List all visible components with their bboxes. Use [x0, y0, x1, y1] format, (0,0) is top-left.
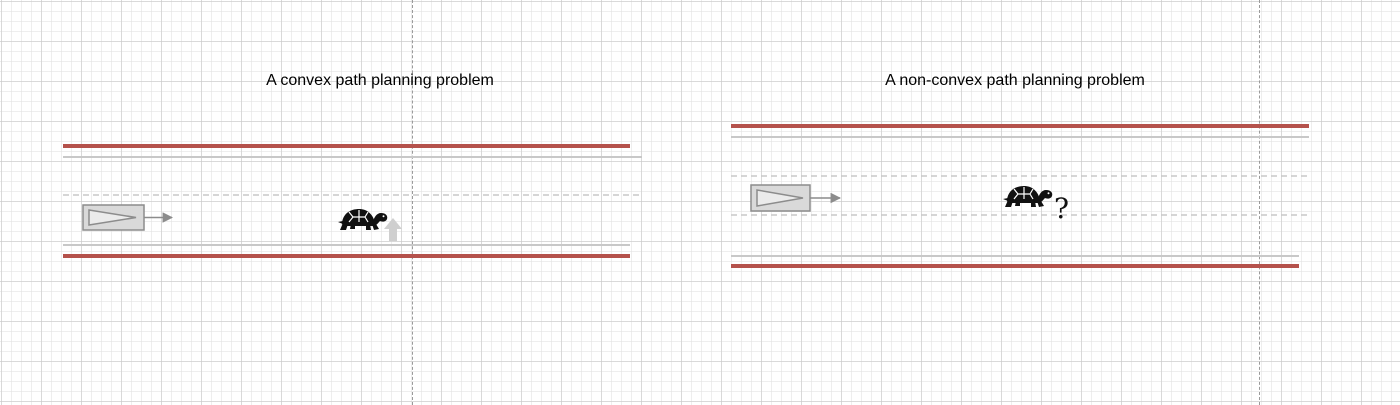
nonconvex-road	[731, 124, 1309, 268]
page-boundary-guide	[1259, 0, 1260, 405]
turtle-icon	[1002, 185, 1053, 208]
turtle-icon	[337, 208, 388, 231]
vehicle-icon	[750, 184, 842, 212]
page-boundary-guide	[412, 0, 413, 405]
diagram-title-nonconvex: A non-convex path planning problem	[885, 72, 1145, 89]
diagram-title-convex: A convex path planning problem	[266, 72, 494, 89]
vehicle-icon	[82, 204, 174, 231]
question-mark-icon: ?	[1054, 192, 1070, 225]
up-arrow-icon	[384, 218, 402, 241]
convex-road	[63, 144, 642, 258]
